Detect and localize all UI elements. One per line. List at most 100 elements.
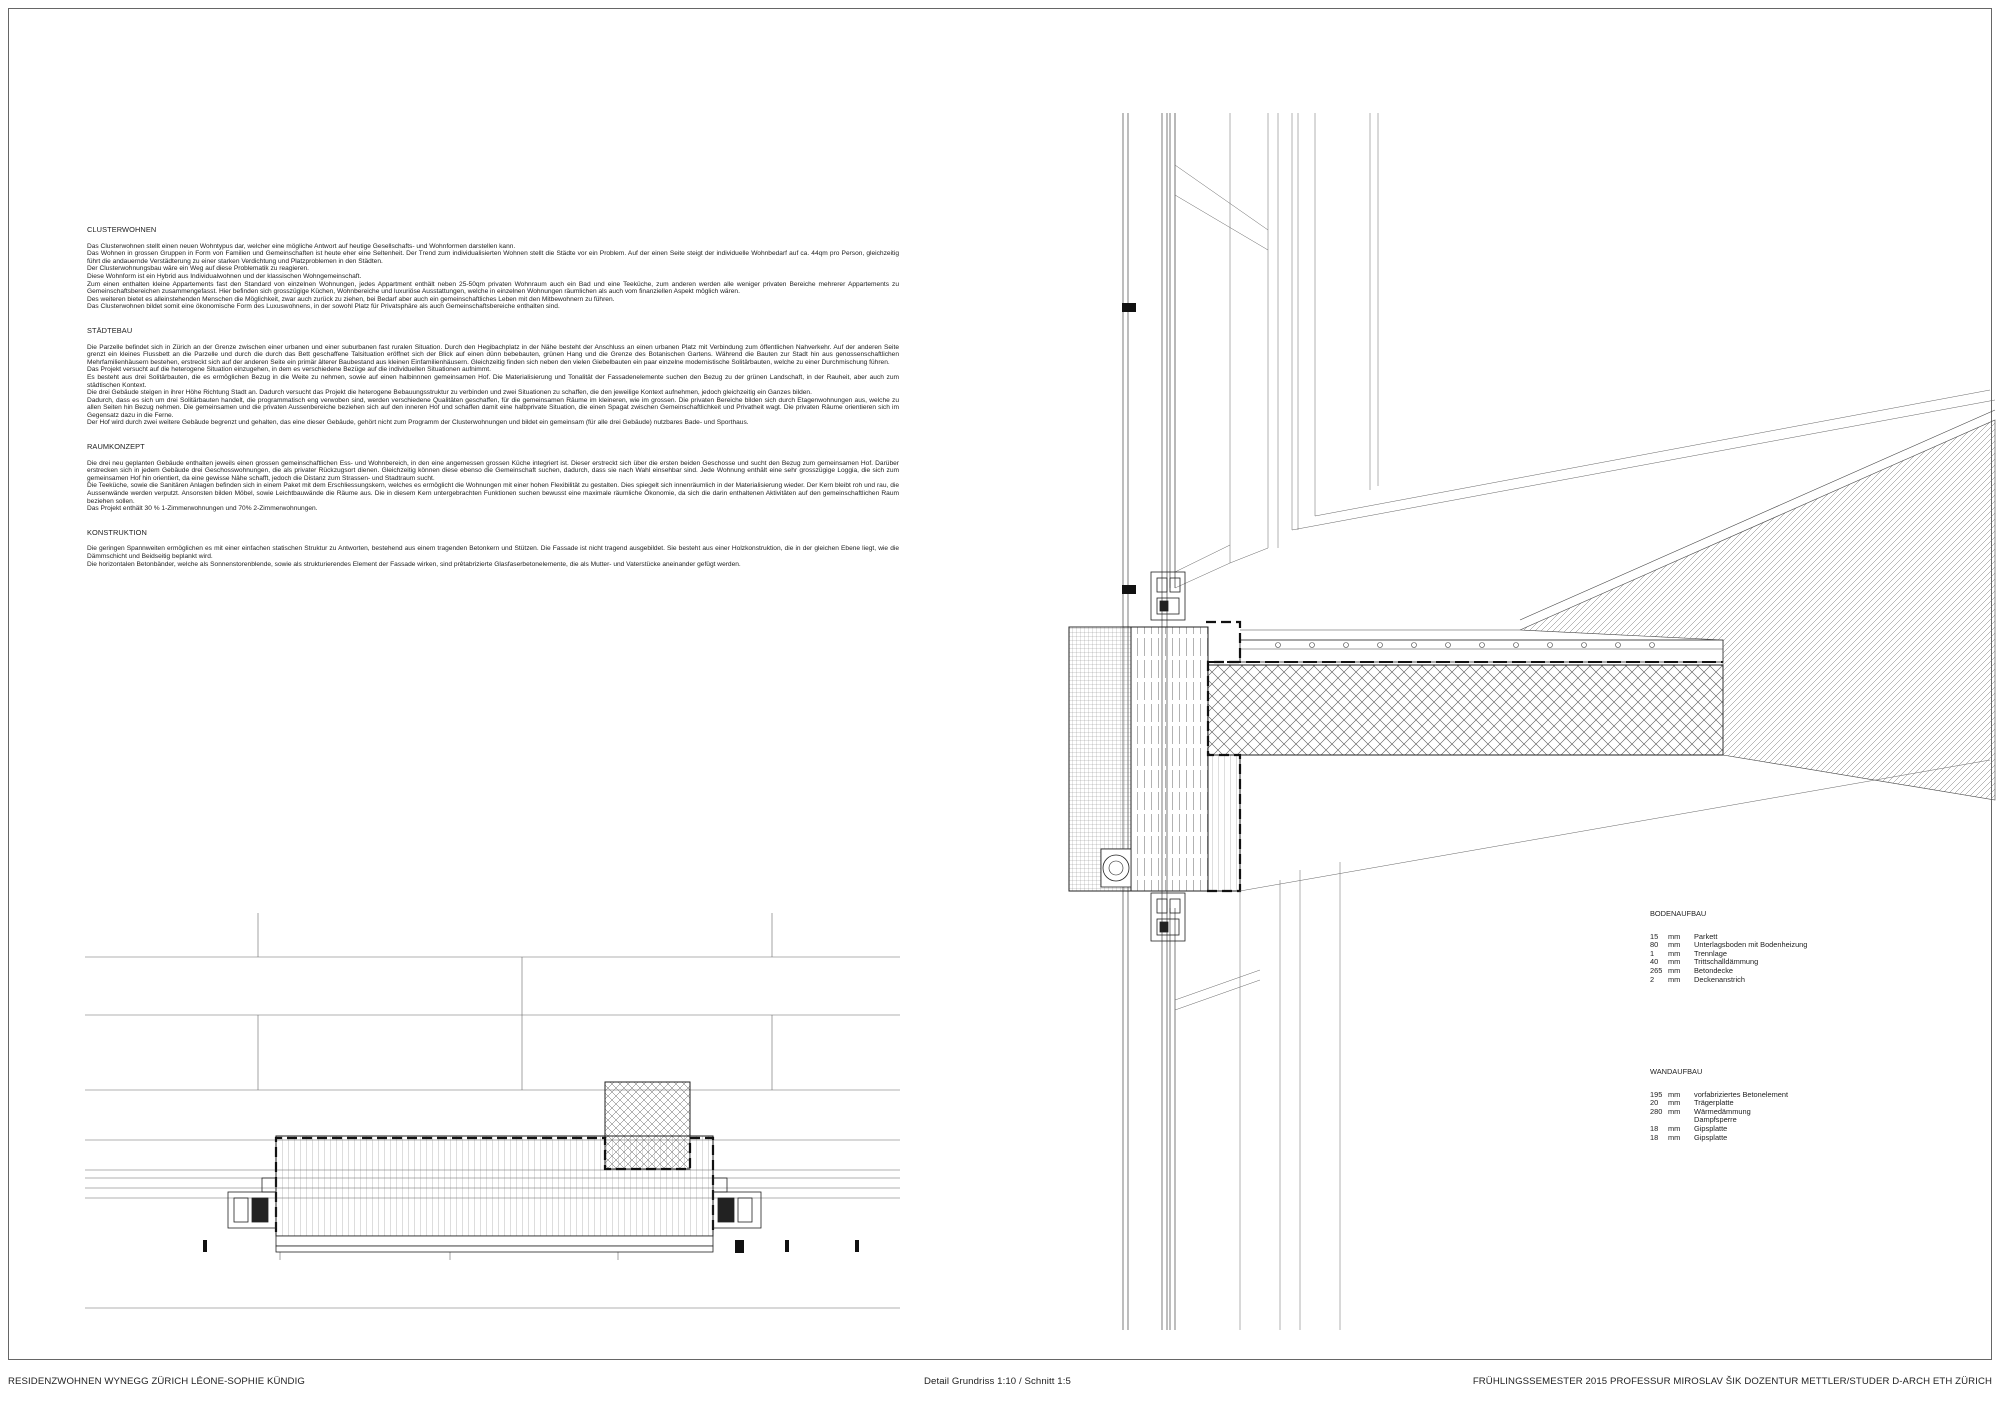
window-profile-lower: [1150, 892, 1186, 942]
section-paragraph: Dadurch, dass es sich um drei Solitärbau…: [87, 396, 899, 419]
section-paragraph: Das Projekt versucht auf die heterogene …: [87, 366, 491, 374]
spec-row: 20 mm Trägerplatte: [1650, 1099, 1788, 1108]
section-paragraph: Des weiteren bietet es alleinstehenden M…: [87, 295, 615, 303]
vapour-barrier-line: [1206, 620, 1242, 893]
wall-buildup-spec: WANDAUFBAU 195 mm vorfabriziertes Betonele…: [1650, 1067, 1789, 1143]
spec-label: Trennlage: [1694, 948, 1728, 958]
section-paragraph: Das Clusterwohnen bildet somit eine ökon…: [87, 303, 560, 311]
section-paragraph: Diese Wohnform ist ein Hybrid aus Indivi…: [87, 272, 362, 280]
spec-unit: mm: [1668, 974, 1681, 984]
wall-insulation: [1130, 626, 1209, 892]
section-paragraph: Die drei neu geplanten Gebäude enthalten…: [87, 459, 899, 482]
plan-window-left: [227, 1177, 277, 1229]
spec-label: Trittschalldämmung: [1694, 957, 1759, 967]
section-paragraph: Der Clusterwohnungsbau wäre ein Weg auf …: [87, 265, 309, 273]
section-paragraph: Das Projekt enthält 30 % 1-Zimmerwohnung…: [87, 505, 318, 513]
spec-value: 15: [1650, 931, 1659, 941]
floor-buildup-title: BODENAUFBAU: [1650, 909, 1707, 918]
section-body: Die Parzelle befindet sich in Zürich an …: [87, 344, 899, 428]
plan-detail-drawing: [85, 913, 900, 1309]
plan-wall-element: [275, 1135, 714, 1237]
section-paragraph: Das Clusterwohnen stellt einen neuen Woh…: [87, 242, 516, 250]
concrete-slab: [1207, 664, 1724, 756]
spec-row: Dampfsperre: [1650, 1116, 1788, 1125]
spec-row: 15 mm Parkett: [1650, 931, 1807, 942]
spec-row: 80 mm Unterlagsboden mit Bodenheizung: [1650, 941, 1807, 950]
spec-value: 2: [1650, 974, 1655, 984]
interior-perspective-upper: [1174, 113, 1996, 589]
spec-unit: mm: [1668, 957, 1681, 967]
facade-section-detail: [1068, 113, 1996, 1330]
spec-label: Trägerplatte: [1694, 1098, 1734, 1108]
section-body: Das Clusterwohnen stellt einen neuen Woh…: [87, 243, 899, 311]
section-paragraph: Die Teeküche, sowie die Sanitären Anlage…: [87, 482, 899, 505]
footer-drawing-title: Detail Grundriss 1:10 / Schnitt 1:5: [924, 1376, 1071, 1387]
precast-concrete-element: [1068, 626, 1132, 892]
section-paragraph: Zum einen enthalten kleine Appartements …: [87, 280, 899, 296]
spec-label: Gipsplatte: [1694, 1123, 1728, 1133]
plan-window-right: [712, 1177, 762, 1229]
section-marker: [1122, 303, 1136, 312]
spec-row: 1 mm Trennlage: [1650, 948, 1807, 959]
spec-unit: mm: [1668, 1089, 1681, 1099]
section-paragraph: Der Hof wird durch zwei weitere Gebäude …: [87, 419, 749, 427]
downpipe-icon: [1102, 854, 1130, 882]
spec-unit: mm: [1668, 931, 1681, 941]
section-marker: [1122, 585, 1136, 594]
project-text-column: CLUSTERWOHNEN Das Clusterwohnen stellt ei…: [87, 226, 899, 584]
spec-label: Gipsplatte: [1694, 1132, 1728, 1142]
section-heading: KONSTRUKTION: [87, 527, 147, 537]
footer-project-title: RESIDENZWOHNEN WYNEGG ZÜRICH LÉONE-SOPHI…: [8, 1376, 305, 1387]
spec-row: 280 mm Wärmedämmung: [1650, 1106, 1788, 1117]
spec-unit: mm: [1668, 1098, 1681, 1108]
window-profile-upper: [1150, 571, 1186, 621]
section-paragraph: Die horizontalen Betonbänder, welche als…: [87, 560, 741, 568]
spec-value: 18: [1650, 1132, 1659, 1142]
spec-unit: mm: [1668, 940, 1681, 950]
spec-unit: mm: [1668, 1106, 1681, 1116]
spec-value: 265: [1650, 965, 1663, 975]
spec-value: 40: [1650, 957, 1659, 967]
sloped-insulation-perspective: [1519, 419, 1996, 801]
spec-row: 2 mm Deckenanstrich: [1650, 974, 1807, 985]
spec-label: Betondecke: [1694, 965, 1734, 975]
spec-value: 80: [1650, 940, 1659, 950]
section-paragraph: Die Parzelle befindet sich in Zürich an …: [87, 343, 899, 366]
spec-unit: mm: [1668, 1132, 1681, 1142]
spec-row: 18 mm Gipsplatte: [1650, 1123, 1788, 1134]
spec-row: 40 mm Trittschalldämmung: [1650, 958, 1807, 967]
spec-row: 265 mm Betondecke: [1650, 965, 1807, 976]
spec-value: 195: [1650, 1089, 1663, 1099]
spec-unit: mm: [1668, 1123, 1681, 1133]
spec-value: 18: [1650, 1123, 1659, 1133]
section-paragraph: Das Wohnen in grossen Gruppen in Form vo…: [87, 250, 899, 265]
section-body: Die drei neu geplanten Gebäude enthalten…: [87, 460, 899, 513]
spec-unit: mm: [1668, 965, 1681, 975]
interior-perspective-lower: [1174, 759, 1991, 1330]
section-paragraph: Die geringen Spannweiten ermöglichen es …: [87, 545, 899, 560]
plan-vapour-barrier-line: [274, 1136, 715, 1232]
floor-heating-pipes: [1275, 642, 1655, 648]
section-heading: STÄDTEBAU: [87, 325, 133, 335]
spec-label: Unterlagsboden mit Bodenheizung: [1694, 940, 1808, 950]
footer-course-info: FRÜHLINGSSEMESTER 2015 PROFESSUR MIROSLA…: [1472, 1376, 1992, 1387]
spec-value: 1: [1650, 948, 1655, 958]
wall-buildup-title: WANDAUFBAU: [1650, 1067, 1703, 1076]
spec-label: Dampfsperre: [1694, 1115, 1737, 1125]
section-heading: CLUSTERWOHNEN: [87, 225, 157, 234]
spec-unit: mm: [1668, 948, 1681, 958]
spec-label: Parkett: [1694, 931, 1718, 941]
section-paragraph: Es besteht aus drei Solitärbauten, die e…: [87, 373, 899, 389]
spec-value: 280: [1650, 1106, 1663, 1116]
spec-label: vorfabriziertes Betonelement: [1694, 1089, 1789, 1099]
spec-label: Deckenanstrich: [1694, 974, 1745, 984]
section-heading: RAUMKONZEPT: [87, 442, 145, 452]
spec-value: 20: [1650, 1098, 1659, 1108]
section-paragraph: Die drei Gebäude steigen in ihrer Höhe R…: [87, 389, 812, 397]
spec-row: 18 mm Gipsplatte: [1650, 1132, 1788, 1143]
section-body: Die geringen Spannweiten ermöglichen es …: [87, 545, 899, 568]
spec-row: 195 mm vorfabriziertes Betonelement: [1650, 1089, 1789, 1100]
spec-label: Wärmedämmung: [1694, 1106, 1751, 1116]
